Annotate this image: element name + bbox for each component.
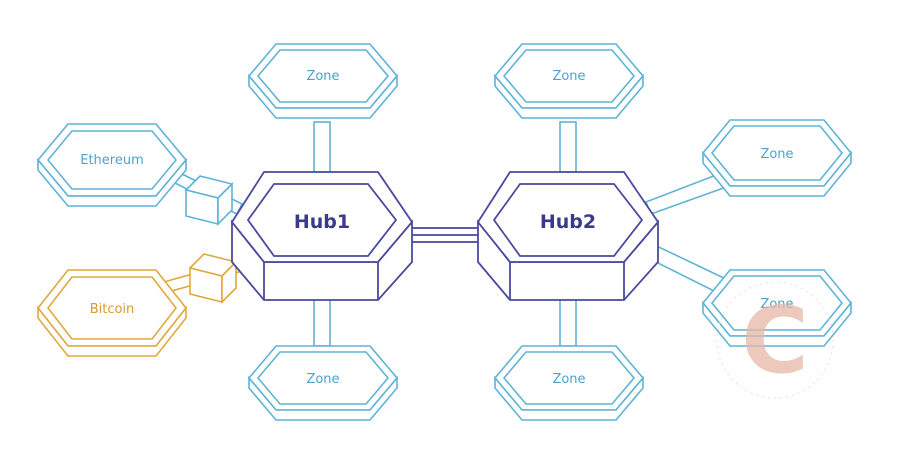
zone-label: Zone [306,372,339,387]
zone-hub2-lower-right: Zone [701,269,853,347]
zone-hub2-bottom: Zone [493,345,645,421]
hub1: Hub1 [230,171,414,301]
hub1-label: Hub1 [294,211,350,233]
zone-hub1-bottom: Zone [247,345,399,421]
coincu-watermark: C [716,281,834,399]
zone-hub2-top: Zone [493,43,645,119]
zone-label: Zone [760,297,793,312]
bitcoin-peg-cube [188,253,238,304]
zone-hub1-top: Zone [247,43,399,119]
hub-link [404,227,488,243]
hub2-label: Hub2 [540,211,596,233]
zone-bitcoin: Bitcoin [36,269,188,357]
zone-hub2-upper-right: Zone [701,119,853,197]
zone-label: Zone [552,372,585,387]
bitcoin-label: Bitcoin [90,302,135,317]
connector-hub2-top-zone [559,121,577,173]
zone-ethereum: Ethereum [36,123,188,207]
ethereum-peg-cube [184,175,234,226]
ethereum-label: Ethereum [80,153,144,168]
zone-label: Zone [306,69,339,84]
connector-hub1-top-zone [313,121,331,173]
watermark-letter: C [741,287,809,394]
zone-label: Zone [760,147,793,162]
hub2: Hub2 [476,171,660,301]
zone-label: Zone [552,69,585,84]
